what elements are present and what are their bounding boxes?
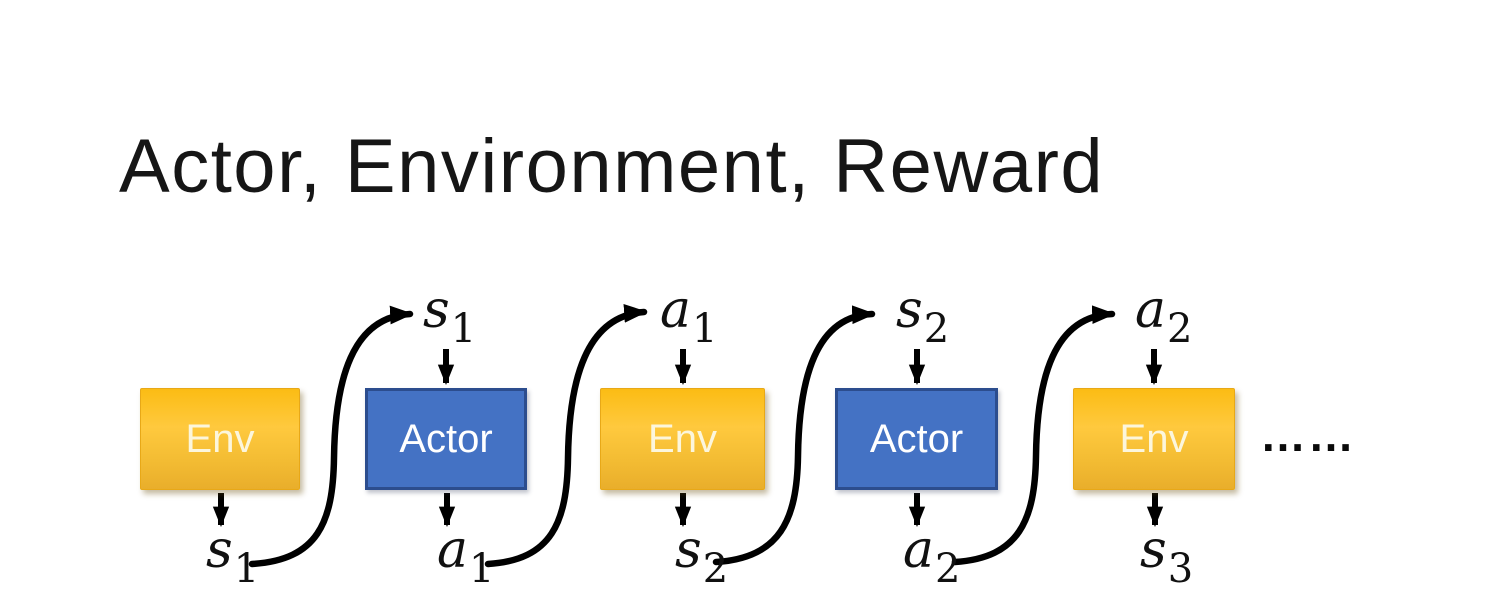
curve-arrow-s2 <box>712 305 876 566</box>
label-s2-bottom: s2 <box>675 524 728 589</box>
page-title: Actor, Environment, Reward <box>119 124 1105 209</box>
curve-arrow-s1 <box>248 305 414 568</box>
label-a1-top: a1 <box>660 284 717 349</box>
label-sub: 2 <box>1167 306 1193 352</box>
label-base: s <box>1140 520 1167 580</box>
label-s2-top: s2 <box>896 284 949 349</box>
label-base: s <box>206 520 233 580</box>
env-box-1: Env <box>140 388 300 490</box>
label-a2-top: a2 <box>1135 284 1192 349</box>
curve-arrow-a1 <box>484 304 648 568</box>
label-sub: 1 <box>233 546 260 592</box>
label-base: s <box>896 280 923 340</box>
label-sub: 2 <box>702 546 729 592</box>
label-sub: 2 <box>935 546 961 592</box>
label-sub: 1 <box>692 306 718 352</box>
label-base: a <box>437 520 469 580</box>
label-base: a <box>660 280 692 340</box>
env-box-3: Env <box>1073 388 1235 490</box>
label-sub: 1 <box>450 306 477 352</box>
label-base: s <box>675 520 702 580</box>
curve-arrow-a2 <box>951 305 1116 566</box>
label-base: s <box>423 280 450 340</box>
label-s1-bottom: s1 <box>206 524 259 589</box>
env-box-2: Env <box>600 388 765 490</box>
label-sub: 3 <box>1167 546 1194 592</box>
label-base: a <box>1135 280 1167 340</box>
label-s3-bottom: s3 <box>1140 524 1193 589</box>
label-s1-top: s1 <box>423 284 476 349</box>
actor-box-1: Actor <box>365 388 527 490</box>
label-sub: 2 <box>923 306 950 352</box>
label-base: a <box>903 520 935 580</box>
actor-box-2: Actor <box>835 388 998 490</box>
label-sub: 1 <box>469 546 495 592</box>
label-a1-bottom: a1 <box>437 524 494 589</box>
ellipsis-dots: …… <box>1260 409 1356 461</box>
label-a2-bottom: a2 <box>903 524 960 589</box>
